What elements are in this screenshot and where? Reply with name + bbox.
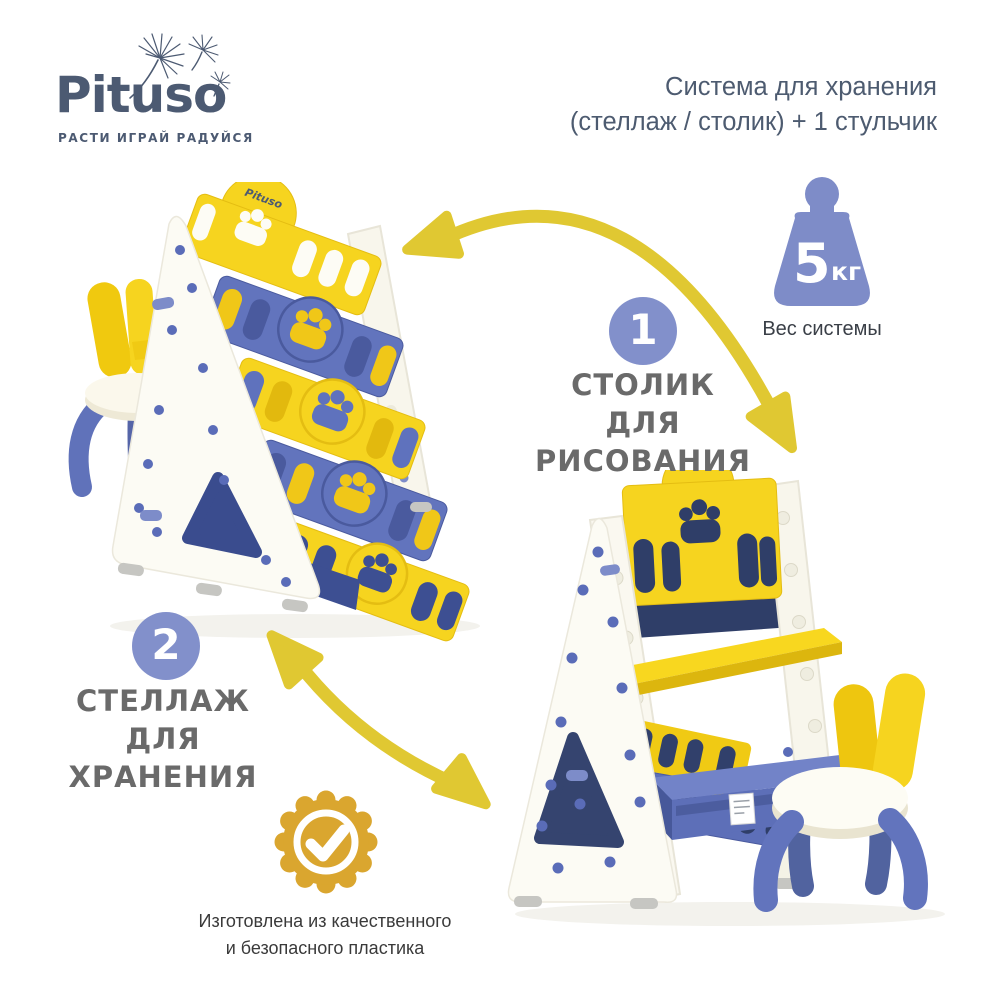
feature-2-line-1: СТЕЛЛАЖ [76, 684, 250, 718]
info-sticker [728, 792, 756, 826]
title-line-1: Система для хранения [665, 73, 937, 101]
arrow-top [402, 209, 797, 454]
feature-2-line-2: ДЛЯ [125, 722, 201, 756]
feature-1-number-badge: 1 [609, 297, 677, 365]
quality-seal-icon [274, 790, 378, 894]
brand-tagline: РАСТИ ИГРАЙ РАДУЙСЯ [58, 131, 254, 145]
weight-value: 5 [793, 232, 831, 295]
fastener-dots [134, 245, 291, 587]
feature-1-line-3: РИСОВАНИЯ [535, 444, 751, 478]
brand-logo-text: Pituso [55, 66, 227, 124]
shelf-row-blue-2 [246, 439, 448, 562]
feature-1-label: СТОЛИК ДЛЯ РИСОВАНИЯ [528, 366, 758, 480]
checkmark-icon [305, 824, 350, 862]
desk-front-panel [507, 517, 678, 903]
quality-line-1: Изготовлена из качественного [198, 911, 452, 931]
quality-caption: Изготовлена из качественного и безопасно… [175, 908, 475, 962]
title-line-2: (стеллаж / столик) + 1 стульчик [569, 108, 937, 136]
feature-2-number-badge: 2 [132, 612, 200, 680]
arrowhead-down [431, 753, 491, 810]
stool-seat [772, 767, 908, 829]
arrowhead-right [745, 391, 797, 454]
feature-2-label: СТЕЛЛАЖ ДЛЯ ХРАНЕНИЯ [48, 682, 278, 796]
fastener-dots [536, 546, 646, 874]
dandelion-seed-large [138, 33, 185, 79]
product-photo-storage-rack: Pituso [68, 182, 480, 642]
weight-caption: Вес системы [762, 318, 882, 340]
feature-1-line-2: ДЛЯ [605, 406, 681, 440]
stool-ear-right [872, 673, 926, 791]
rack-feet [117, 502, 432, 613]
feature-1-line-1: СТОЛИК [571, 368, 715, 402]
quality-line-2: и безопасного пластика [225, 938, 425, 958]
shelf-row-yellow-top: Pituso [180, 182, 382, 316]
desk-feet [514, 896, 658, 909]
arrowhead-left [402, 210, 464, 259]
bunny-stool [753, 673, 928, 912]
dandelion-seed-small [210, 71, 231, 90]
floor-shadow [515, 902, 945, 926]
dandelion-logo-icon [129, 33, 231, 99]
arrow-bottom [266, 630, 491, 810]
page-title: Система для хранения (стеллаж / столик) … [570, 70, 937, 140]
product-photo-drawing-desk [507, 470, 945, 926]
dandelion-seed-medium [188, 34, 219, 63]
arrowhead-up [266, 630, 324, 690]
desk-backboard [621, 470, 783, 606]
rack-front-panel [111, 215, 321, 600]
feature-2-line-3: ХРАНЕНИЯ [68, 760, 258, 794]
weight-unit: кг [831, 257, 861, 286]
weight-icon: 5 кг [774, 177, 870, 306]
